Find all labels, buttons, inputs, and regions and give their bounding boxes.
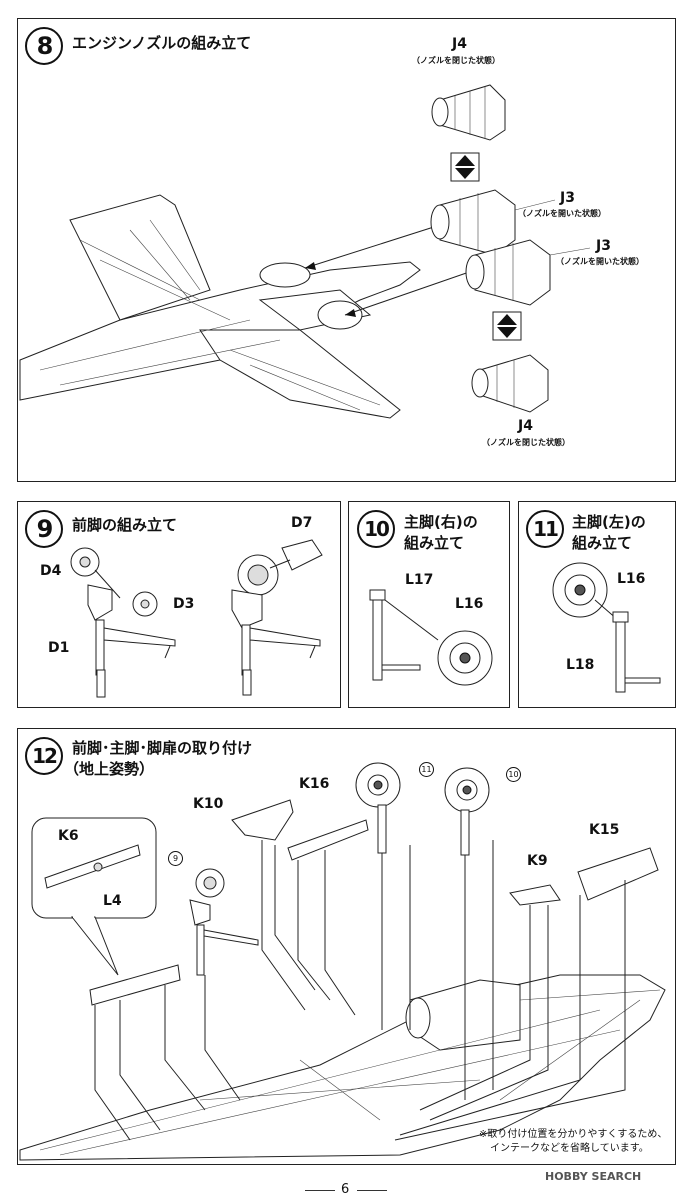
note-j4-top: （ノズルを閉じた状態） [412,56,500,65]
detail-callout [31,817,157,976]
label-l16-left: L16 [617,571,646,587]
door-k10 [231,799,294,841]
label-d1: D1 [48,640,70,656]
nose-gear-installed [189,868,259,976]
label-d4: D4 [40,563,62,579]
aircraft-rear-fuselage [19,194,421,419]
swap-arrow-2 [492,311,522,341]
watermark-text: HOBBY SEARCH [545,1170,642,1183]
main-gear-11-installed [355,762,401,854]
step9-panel [17,501,341,708]
step12-title-line2: （地上姿勢） [64,760,155,778]
label-k10: K10 [193,796,224,812]
step8-title: エンジンノズルの組み立て [72,34,252,52]
step9-title: 前脚の組み立て [72,516,178,534]
omission-note-line2: インテークなどを省略しています。 [490,1143,649,1154]
step12-title-line1: 前脚･主脚･脚扉の取り付け [72,739,253,757]
aircraft-underside [19,974,666,1161]
label-l18: L18 [566,657,595,673]
omission-note-line1: ※取り付け位置を分かりやすくするため、 [479,1129,668,1140]
nose-gear-assembly-right [231,539,323,696]
step11-number: 11 [526,510,564,548]
main-gear-10-installed [444,767,490,856]
leader-lines [94,840,626,1141]
watermark-logo: HOBBY SEARCH [545,1170,641,1183]
label-j4-bottom: J4 [518,418,533,434]
page-number-rule-left [305,1190,335,1191]
main-gear-right [369,589,493,686]
step10-title-line2: 組み立て [404,534,465,552]
step8-number: 8 [25,27,63,65]
nozzle-j4-bottom [471,354,549,413]
note-j3-a: （ノズルを開いた状態） [518,209,606,218]
label-d3: D3 [173,596,195,612]
nozzle-j3-a [430,189,516,256]
label-d7: D7 [291,515,313,531]
label-k16: K16 [299,776,330,792]
ref-step9-badge: 9 [168,851,183,866]
label-k9: K9 [527,853,548,869]
label-j3-a: J3 [560,190,575,206]
nozzle-j3-b [465,239,551,306]
step10-number: 10 [357,510,395,548]
door-k9 [509,884,561,906]
label-j3-b: J3 [596,238,611,254]
door-k16 [287,819,369,861]
door-k15 [577,847,659,901]
ref-step10-badge: 10 [506,767,521,782]
step10-title-line1: 主脚(右)の [404,513,478,531]
label-k6: K6 [58,828,79,844]
step9-number: 9 [25,510,63,548]
note-j3-b: （ノズルを開いた状態） [556,257,644,266]
page-number-rule-right [357,1190,387,1191]
step11-title-line1: 主脚(左)の [572,513,646,531]
label-k15: K15 [589,822,620,838]
label-j4-top: J4 [452,36,467,52]
ref-step11-badge: 11 [419,762,434,777]
label-l4: L4 [103,893,122,909]
note-j4-bottom: （ノズルを閉じた状態） [482,438,570,447]
nozzle-j4-top [431,84,506,141]
swap-arrow-1 [450,152,480,182]
label-l17: L17 [405,572,434,588]
nose-gear-assembly-left [70,547,176,698]
page-number: 6 [341,1182,350,1197]
step12-number: 12 [25,737,63,775]
step11-title-line2: 組み立て [572,534,633,552]
main-gear-left [552,562,661,693]
label-l16-right: L16 [455,596,484,612]
